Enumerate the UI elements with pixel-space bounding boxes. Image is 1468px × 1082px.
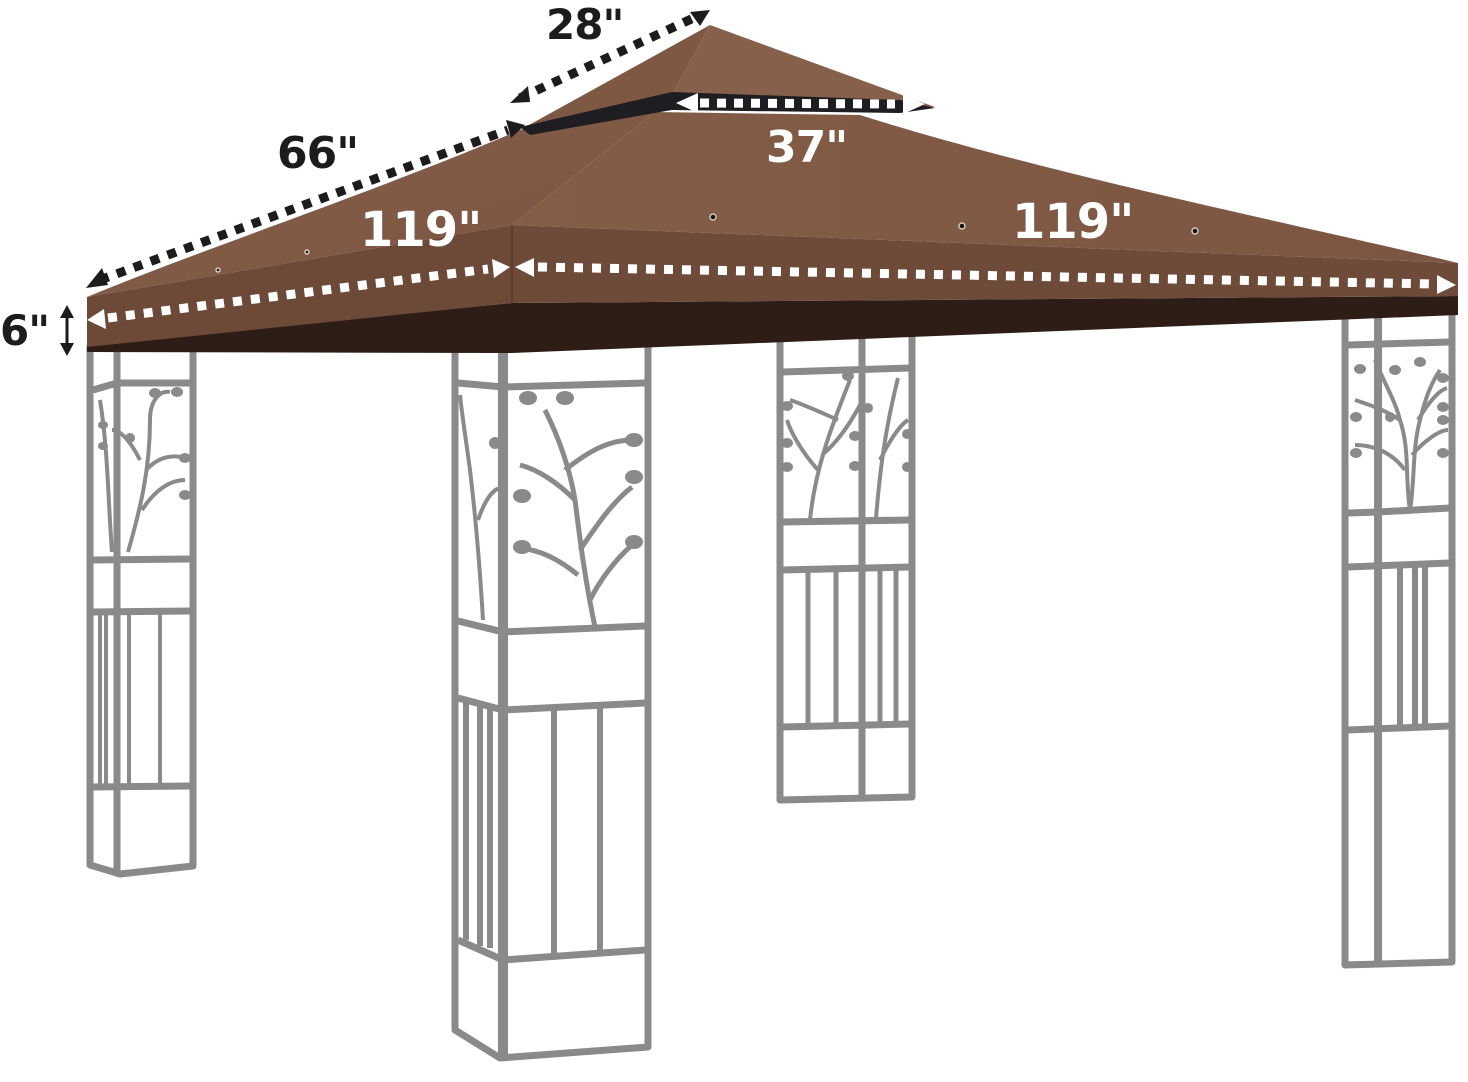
label-top-vent-width: 37" — [766, 122, 848, 173]
leg-right — [1341, 315, 1456, 969]
label-valance-height: 6" — [0, 306, 50, 355]
leg-front-middle — [451, 335, 652, 1062]
leg-front-left — [86, 345, 197, 878]
leg-back-middle — [776, 330, 916, 804]
frame-legs — [86, 315, 1456, 1062]
canopy — [87, 25, 1458, 353]
label-left-side-length: 119" — [360, 202, 482, 258]
canopy-vent-gap — [520, 92, 935, 135]
dimension-28-arrow — [510, 10, 710, 103]
dimension-66-arrow — [86, 120, 525, 288]
canopy-underside-shadow — [87, 296, 1458, 353]
dimension-6-arrow — [60, 305, 74, 356]
label-right-side-length: 119" — [1012, 194, 1134, 250]
dimension-37-arrow — [676, 93, 925, 114]
dimension-119-right-arrow — [515, 258, 1456, 294]
canopy-upper-tier-right — [672, 25, 935, 112]
canopy-grommets — [215, 213, 1199, 273]
canopy-valance-right — [512, 225, 1458, 303]
canopy-upper-tier-left — [520, 25, 710, 130]
canopy-roof-right — [512, 112, 1458, 263]
dimension-119-left-arrow — [87, 259, 510, 329]
canopy-valance-left — [87, 225, 512, 347]
label-roof-slope: 66" — [277, 128, 359, 179]
label-top-vent-depth: 28" — [546, 0, 624, 49]
canopy-roof-left — [87, 112, 655, 297]
